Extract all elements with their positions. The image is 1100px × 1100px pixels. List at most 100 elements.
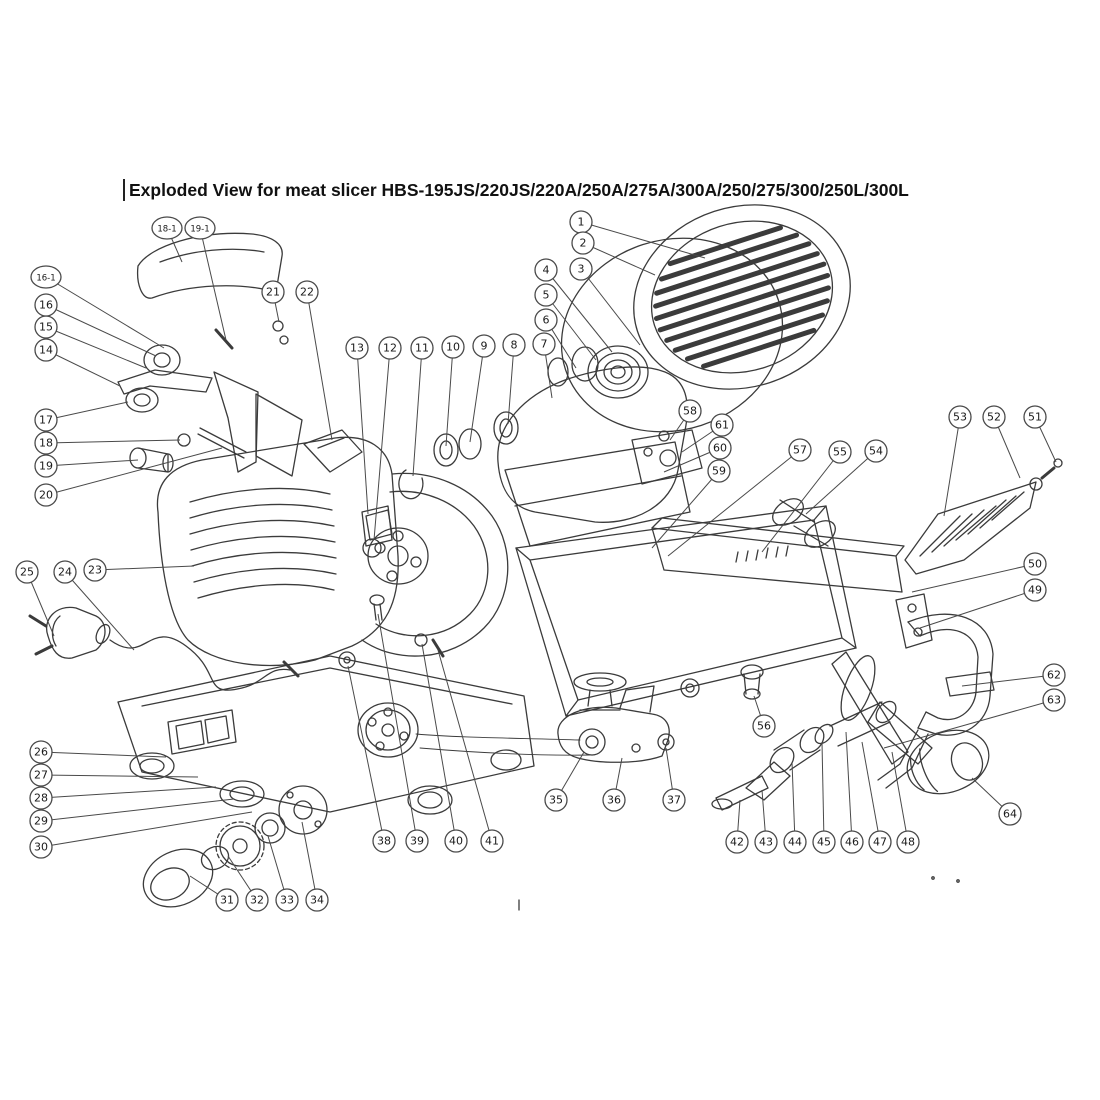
balloon-number-1: 1 (578, 216, 585, 229)
leader-line-50 (911, 563, 1036, 593)
balloon-61: 61 (681, 413, 734, 453)
leader-line-22 (306, 291, 333, 441)
power-cord-drawing (28, 606, 300, 691)
leader-line-45 (821, 741, 825, 843)
balloon-circle-31 (215, 888, 239, 912)
balloon-number-20: 20 (39, 489, 53, 502)
balloon-number-62: 62 (1047, 669, 1061, 682)
leader-line-55 (761, 451, 841, 553)
balloon-circle-14 (34, 338, 58, 362)
balloon-9: 9 (469, 334, 496, 443)
balloon-42: 42 (725, 799, 749, 854)
balloon-47: 47 (861, 741, 892, 854)
balloon-number-22: 22 (300, 286, 314, 299)
balloon-number-13: 13 (350, 342, 364, 355)
leader-line-38 (347, 665, 385, 842)
balloon-circle-49 (1023, 578, 1047, 602)
balloon-circle-57 (788, 438, 812, 462)
leader-line-40 (421, 643, 457, 842)
balloon-43: 43 (754, 789, 778, 854)
knob-cylinder-drawing (906, 729, 990, 795)
balloon-50: 50 (911, 552, 1047, 593)
balloon-number-24: 24 (58, 566, 72, 579)
leader-line-13 (356, 347, 369, 515)
balloon-number-53: 53 (953, 411, 967, 424)
leader-line-41 (437, 649, 493, 842)
balloon-59: 59 (651, 459, 731, 549)
balloon-19: 19 (34, 454, 139, 478)
balloon-circle-43 (754, 830, 778, 854)
drive-motor-drawing (415, 685, 675, 763)
balloon-number-54: 54 (869, 445, 883, 458)
body-shell-drawing (156, 436, 509, 667)
balloon-number-3: 3 (578, 263, 585, 276)
balloon-circle-51 (1023, 405, 1047, 429)
balloon-number-43: 43 (759, 836, 773, 849)
balloon-number-64: 64 (1003, 808, 1017, 821)
balloon-circle-36 (602, 788, 626, 812)
balloon-29: 29 (29, 798, 235, 833)
balloon-circle-16-1 (30, 265, 62, 289)
balloon-circle-42 (725, 830, 749, 854)
balloon-60: 60 (663, 436, 732, 473)
leader-line-44 (791, 761, 796, 843)
diagram-title: Exploded View for meat slicer HBS-195JS/… (123, 179, 909, 201)
balloon-number-36: 36 (607, 794, 621, 807)
balloon-circle-41 (480, 829, 504, 853)
balloon-14: 14 (34, 338, 121, 387)
balloon-number-8: 8 (511, 339, 518, 352)
balloon-circle-56 (752, 714, 776, 738)
balloon-11: 11 (410, 336, 434, 477)
leader-line-18 (45, 439, 181, 444)
balloon-circle-62 (1042, 663, 1066, 687)
leader-line-53 (943, 416, 961, 517)
top-cover-drawing (136, 232, 283, 299)
balloon-number-15: 15 (39, 321, 53, 334)
balloon-number-25: 25 (20, 566, 34, 579)
balloon-19-1: 19-1 (184, 216, 227, 341)
balloon-20: 20 (34, 447, 223, 507)
balloon-32: 32 (227, 855, 269, 912)
balloon-circle-63 (1042, 688, 1066, 712)
balloon-number-40: 40 (449, 835, 463, 848)
balloon-circle-29 (29, 809, 53, 833)
balloon-45: 45 (812, 741, 836, 854)
balloon-62: 62 (961, 663, 1066, 687)
balloon-number-59: 59 (712, 465, 726, 478)
balloon-number-30: 30 (34, 841, 48, 854)
leader-line-59 (651, 470, 720, 549)
balloon-number-39: 39 (410, 835, 424, 848)
leader-line-47 (861, 741, 881, 843)
leader-line-16 (45, 304, 157, 357)
balloon-53: 53 (943, 405, 972, 517)
balloon-circle-27 (29, 763, 53, 787)
balloon-circle-11 (410, 336, 434, 360)
balloon-circle-28 (29, 786, 53, 810)
leader-line-4 (545, 269, 613, 353)
blade-cover-drawing (633, 204, 851, 390)
sharpener-hatch (919, 491, 1025, 557)
balloon-6: 6 (534, 308, 577, 369)
leader-line-57 (667, 449, 801, 557)
balloon-40: 40 (421, 643, 468, 853)
balloon-circle-46 (840, 830, 864, 854)
balloon-number-18: 18 (39, 437, 53, 450)
balloon-circle-53 (948, 405, 972, 429)
base-drawing (117, 655, 535, 815)
balloon-3: 3 (569, 257, 641, 346)
balloon-number-11: 11 (415, 342, 429, 355)
balloon-circle-26 (29, 740, 53, 764)
balloon-16: 16 (34, 293, 157, 357)
leader-line-12 (373, 347, 391, 541)
scale-ticks (735, 545, 789, 563)
balloon-41: 41 (437, 649, 504, 853)
balloon-number-12: 12 (383, 342, 397, 355)
leader-line-28 (40, 786, 217, 799)
balloon-number-6: 6 (543, 314, 550, 327)
balloon-circle-20 (34, 483, 58, 507)
balloon-circle-35 (544, 788, 568, 812)
tension-knob-drawing (117, 344, 247, 473)
balloon-circle-4 (534, 258, 558, 282)
balloon-15: 15 (34, 315, 147, 369)
